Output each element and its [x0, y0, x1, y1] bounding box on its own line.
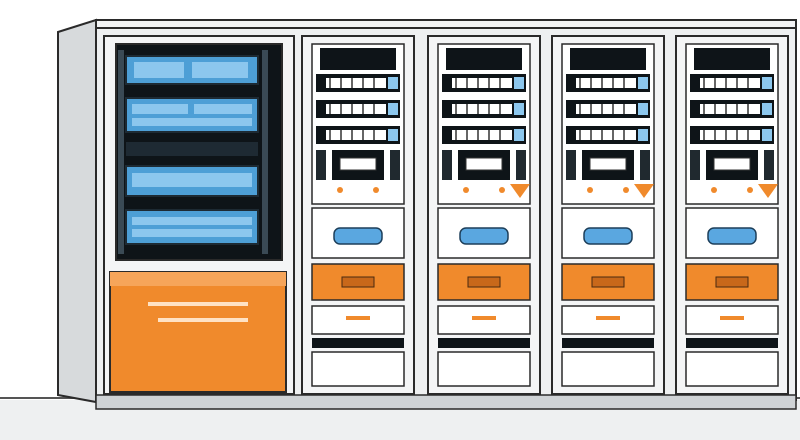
side-arm [316, 150, 326, 180]
shelf-vent [576, 104, 636, 114]
blue-screen [583, 227, 633, 245]
shelf-vent [326, 78, 386, 88]
equipment-cabinet-2 [427, 35, 541, 395]
shelf-vent [576, 78, 636, 88]
blue-screen [459, 227, 509, 245]
top-housing [570, 48, 646, 70]
arrow-down-icon [758, 184, 778, 198]
status-led [373, 187, 379, 193]
tray-marker [346, 316, 370, 320]
indicator-panel [514, 129, 524, 141]
top-housing [320, 48, 396, 70]
indicator-panel [762, 77, 772, 89]
drawer-handle [341, 276, 375, 288]
indicator-panel [638, 77, 648, 89]
dark-slot [438, 338, 530, 348]
base-tray [685, 351, 779, 387]
status-led [499, 187, 505, 193]
shelf-vent [700, 78, 760, 88]
status-led [747, 187, 753, 193]
indicator-panel [388, 129, 398, 141]
base-tray [437, 351, 531, 387]
main-rack-cabinet [103, 35, 295, 395]
blue-screen [333, 227, 383, 245]
dark-slot [562, 338, 654, 348]
shelf-vent [452, 78, 512, 88]
status-led [623, 187, 629, 193]
tray-marker [596, 316, 620, 320]
shelf-vent [700, 104, 760, 114]
indicator-panel [514, 77, 524, 89]
shelf-vent [326, 104, 386, 114]
blue-screen [707, 227, 757, 245]
side-arm [442, 150, 452, 180]
status-led [463, 187, 469, 193]
top-housing [694, 48, 770, 70]
base-tray [561, 351, 655, 387]
side-arm [390, 150, 400, 180]
tray-marker [720, 316, 744, 320]
indicator-panel [514, 103, 524, 115]
shelf-vent [452, 130, 512, 140]
mechanism-display [339, 157, 377, 171]
drawer-handle [715, 276, 749, 288]
side-arm [690, 150, 700, 180]
server-unit-1 [125, 55, 259, 85]
mechanism-display [465, 157, 503, 171]
side-arm [516, 150, 526, 180]
mechanism-display [589, 157, 627, 171]
status-led [337, 187, 343, 193]
drawer-handle [591, 276, 625, 288]
shelf-vent [326, 130, 386, 140]
indicator-panel [638, 129, 648, 141]
side-arm [566, 150, 576, 180]
side-arm [764, 150, 774, 180]
equipment-cabinet-1 [301, 35, 415, 395]
indicator-panel [388, 103, 398, 115]
shelf-vent [576, 130, 636, 140]
equipment-cabinet-4 [675, 35, 789, 395]
server-unit-2 [125, 97, 259, 133]
arrow-down-icon [634, 184, 654, 198]
top-housing [446, 48, 522, 70]
server-unit-4 [125, 209, 259, 245]
status-led [587, 187, 593, 193]
main-orange-drawer [109, 271, 287, 393]
equipment-cabinet-3 [551, 35, 665, 395]
status-led [711, 187, 717, 193]
side-arm [640, 150, 650, 180]
base-tray [311, 351, 405, 387]
dark-slot [686, 338, 778, 348]
indicator-panel [388, 77, 398, 89]
indicator-panel [762, 103, 772, 115]
mechanism-display [713, 157, 751, 171]
arrow-down-icon [510, 184, 530, 198]
indicator-panel [638, 103, 648, 115]
shelf-vent [700, 130, 760, 140]
dark-slot [312, 338, 404, 348]
tray-marker [472, 316, 496, 320]
shelf-vent [452, 104, 512, 114]
indicator-panel [762, 129, 772, 141]
server-unit-3 [125, 165, 259, 197]
drawer-handle [467, 276, 501, 288]
